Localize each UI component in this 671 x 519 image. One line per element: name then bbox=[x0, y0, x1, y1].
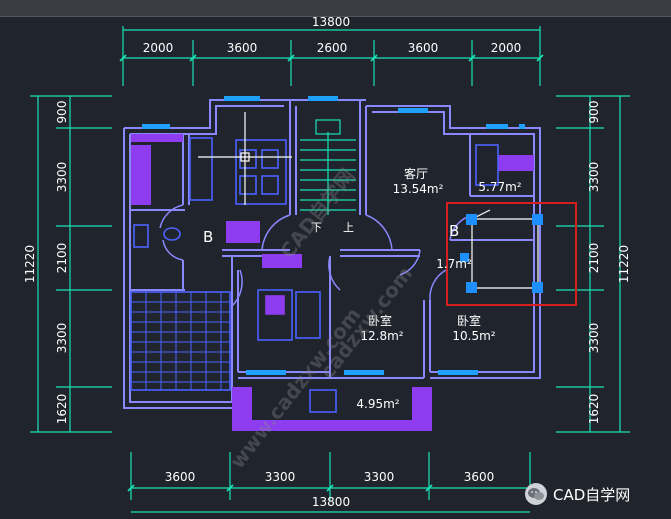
dim-right-5: 1620 bbox=[587, 394, 601, 425]
furniture-outlines bbox=[133, 137, 499, 413]
brand-watermark: CAD自学网 bbox=[525, 480, 671, 508]
room-bedroom-mid-name: 卧室 bbox=[368, 313, 392, 328]
grip-handle[interactable] bbox=[466, 214, 477, 225]
dim-left-4: 3300 bbox=[55, 323, 69, 354]
stair-up-label: 上 bbox=[343, 221, 354, 234]
dim-left-total: 11220 bbox=[23, 245, 37, 283]
dim-right-2: 3300 bbox=[587, 162, 601, 193]
room-living-area: 13.54m² bbox=[393, 182, 444, 196]
room-balcony-area: 4.95m² bbox=[356, 397, 399, 411]
dim-top-3: 2600 bbox=[317, 41, 348, 55]
crosshair-cursor-icon bbox=[198, 112, 292, 205]
dim-top-4: 3600 bbox=[408, 41, 439, 55]
grip-points bbox=[460, 214, 543, 293]
grip-handle[interactable] bbox=[466, 282, 477, 293]
dim-right-3: 2100 bbox=[587, 243, 601, 274]
staircase bbox=[300, 119, 356, 215]
dim-bottom-3: 3300 bbox=[364, 470, 395, 484]
wechat-logo-icon bbox=[525, 483, 547, 505]
dim-right-4: 3300 bbox=[587, 323, 601, 354]
dim-left-5: 1620 bbox=[55, 394, 69, 425]
cad-drawing-canvas[interactable]: 13800 2000 3600 2600 3600 2000 3600 3300… bbox=[0, 17, 671, 519]
dim-bottom-2: 3300 bbox=[265, 470, 296, 484]
stair-down-label: 下 bbox=[311, 221, 322, 234]
dim-top-1: 2000 bbox=[143, 41, 174, 55]
window-title-bar bbox=[0, 0, 671, 17]
room-bedroom-right-name: 卧室 bbox=[457, 313, 481, 328]
section-marker-right: B bbox=[449, 222, 459, 240]
dim-bottom-4: 3600 bbox=[464, 470, 495, 484]
dim-left-2: 3300 bbox=[55, 162, 69, 193]
grip-handle[interactable] bbox=[532, 282, 543, 293]
dimension-ticks bbox=[119, 54, 544, 492]
room-small-area: 5.77m² bbox=[478, 180, 521, 194]
grip-handle[interactable] bbox=[532, 214, 543, 225]
brand-name: CAD自学网 bbox=[553, 485, 631, 504]
dim-right-1: 900 bbox=[587, 101, 601, 124]
dim-left-1: 900 bbox=[55, 101, 69, 124]
room-bedroom-mid-area: 12.8m² bbox=[360, 329, 403, 343]
purple-furniture bbox=[131, 134, 534, 431]
dimension-lines bbox=[30, 26, 630, 513]
dim-right-total: 11220 bbox=[617, 245, 631, 283]
room-bath-area: 1.7m² bbox=[436, 257, 472, 271]
dim-top-2: 3600 bbox=[227, 41, 258, 55]
dim-left-3: 2100 bbox=[55, 243, 69, 274]
room-living-name: 客厅 bbox=[404, 166, 428, 181]
windows bbox=[142, 96, 525, 375]
grip-handle[interactable] bbox=[460, 253, 469, 262]
section-marker-left: B bbox=[203, 228, 213, 246]
dim-top-total: 13800 bbox=[312, 17, 350, 29]
room-bedroom-right-area: 10.5m² bbox=[452, 329, 495, 343]
dim-bottom-total: 13800 bbox=[312, 495, 350, 509]
hatched-balcony bbox=[130, 291, 231, 391]
dim-top-5: 2000 bbox=[491, 41, 522, 55]
dim-bottom-1: 3600 bbox=[165, 470, 196, 484]
selection-rectangle[interactable] bbox=[446, 202, 577, 306]
